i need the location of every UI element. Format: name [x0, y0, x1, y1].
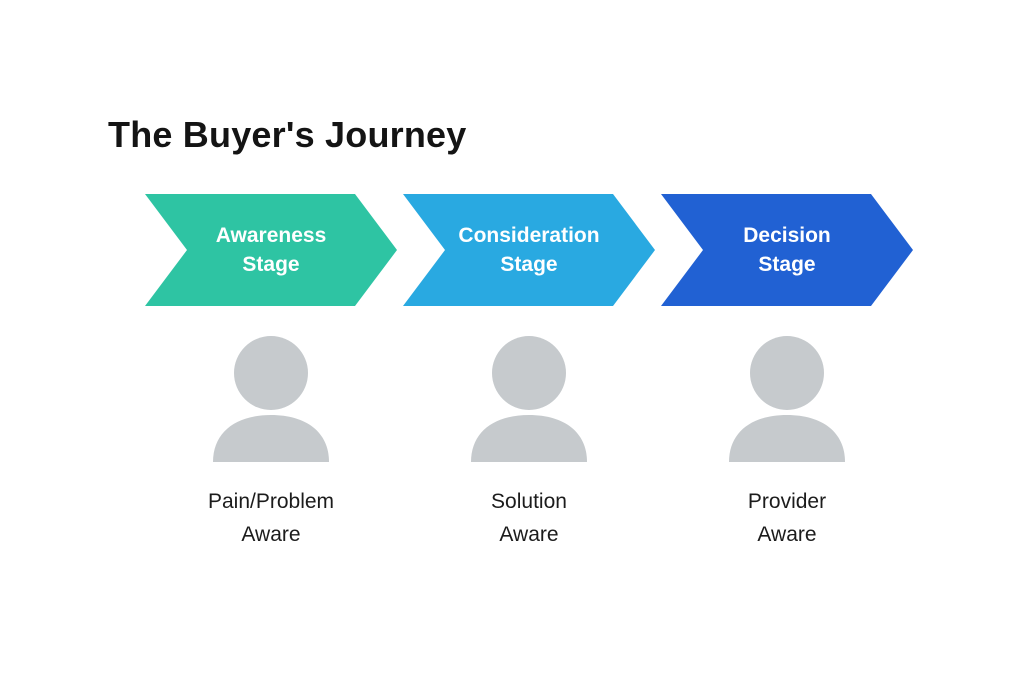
stage-arrow-consideration: Consideration Stage	[403, 194, 655, 306]
persona-label-line: Aware	[499, 522, 559, 546]
stage-arrow-awareness: Awareness Stage	[145, 194, 397, 306]
persona-decision: Provider Aware	[661, 336, 913, 551]
persona-label: Pain/Problem Aware	[208, 486, 334, 551]
stage-label-line: Consideration	[458, 223, 600, 247]
person-icon	[213, 336, 329, 462]
stage-label-line: Awareness	[215, 223, 327, 247]
stages-row: Awareness Stage Consideration Stage Deci…	[145, 194, 913, 306]
persona-label-line: Aware	[241, 522, 301, 546]
stage-label-line: Stage	[242, 253, 300, 276]
persona-label: Provider Aware	[748, 486, 826, 551]
persona-awareness: Pain/Problem Aware	[145, 336, 397, 551]
persona-label-line: Pain/Problem	[207, 490, 335, 513]
persona-label-line: Solution	[491, 490, 567, 513]
stage-label-line: Stage	[500, 253, 558, 276]
stage-arrow-decision: Decision Stage	[661, 194, 913, 306]
persona-label-line: Aware	[757, 522, 817, 546]
person-icon	[471, 336, 587, 462]
personas-row: Pain/Problem Aware Solution Aware Provid…	[145, 336, 913, 551]
persona-label-line: Provider	[747, 490, 827, 513]
stage-label-line: Stage	[758, 253, 816, 276]
page-title: The Buyer's Journey	[108, 114, 467, 155]
persona-label: Solution Aware	[491, 486, 567, 551]
person-icon	[729, 336, 845, 462]
persona-consideration: Solution Aware	[403, 336, 655, 551]
stage-label-line: Decision	[743, 223, 831, 247]
